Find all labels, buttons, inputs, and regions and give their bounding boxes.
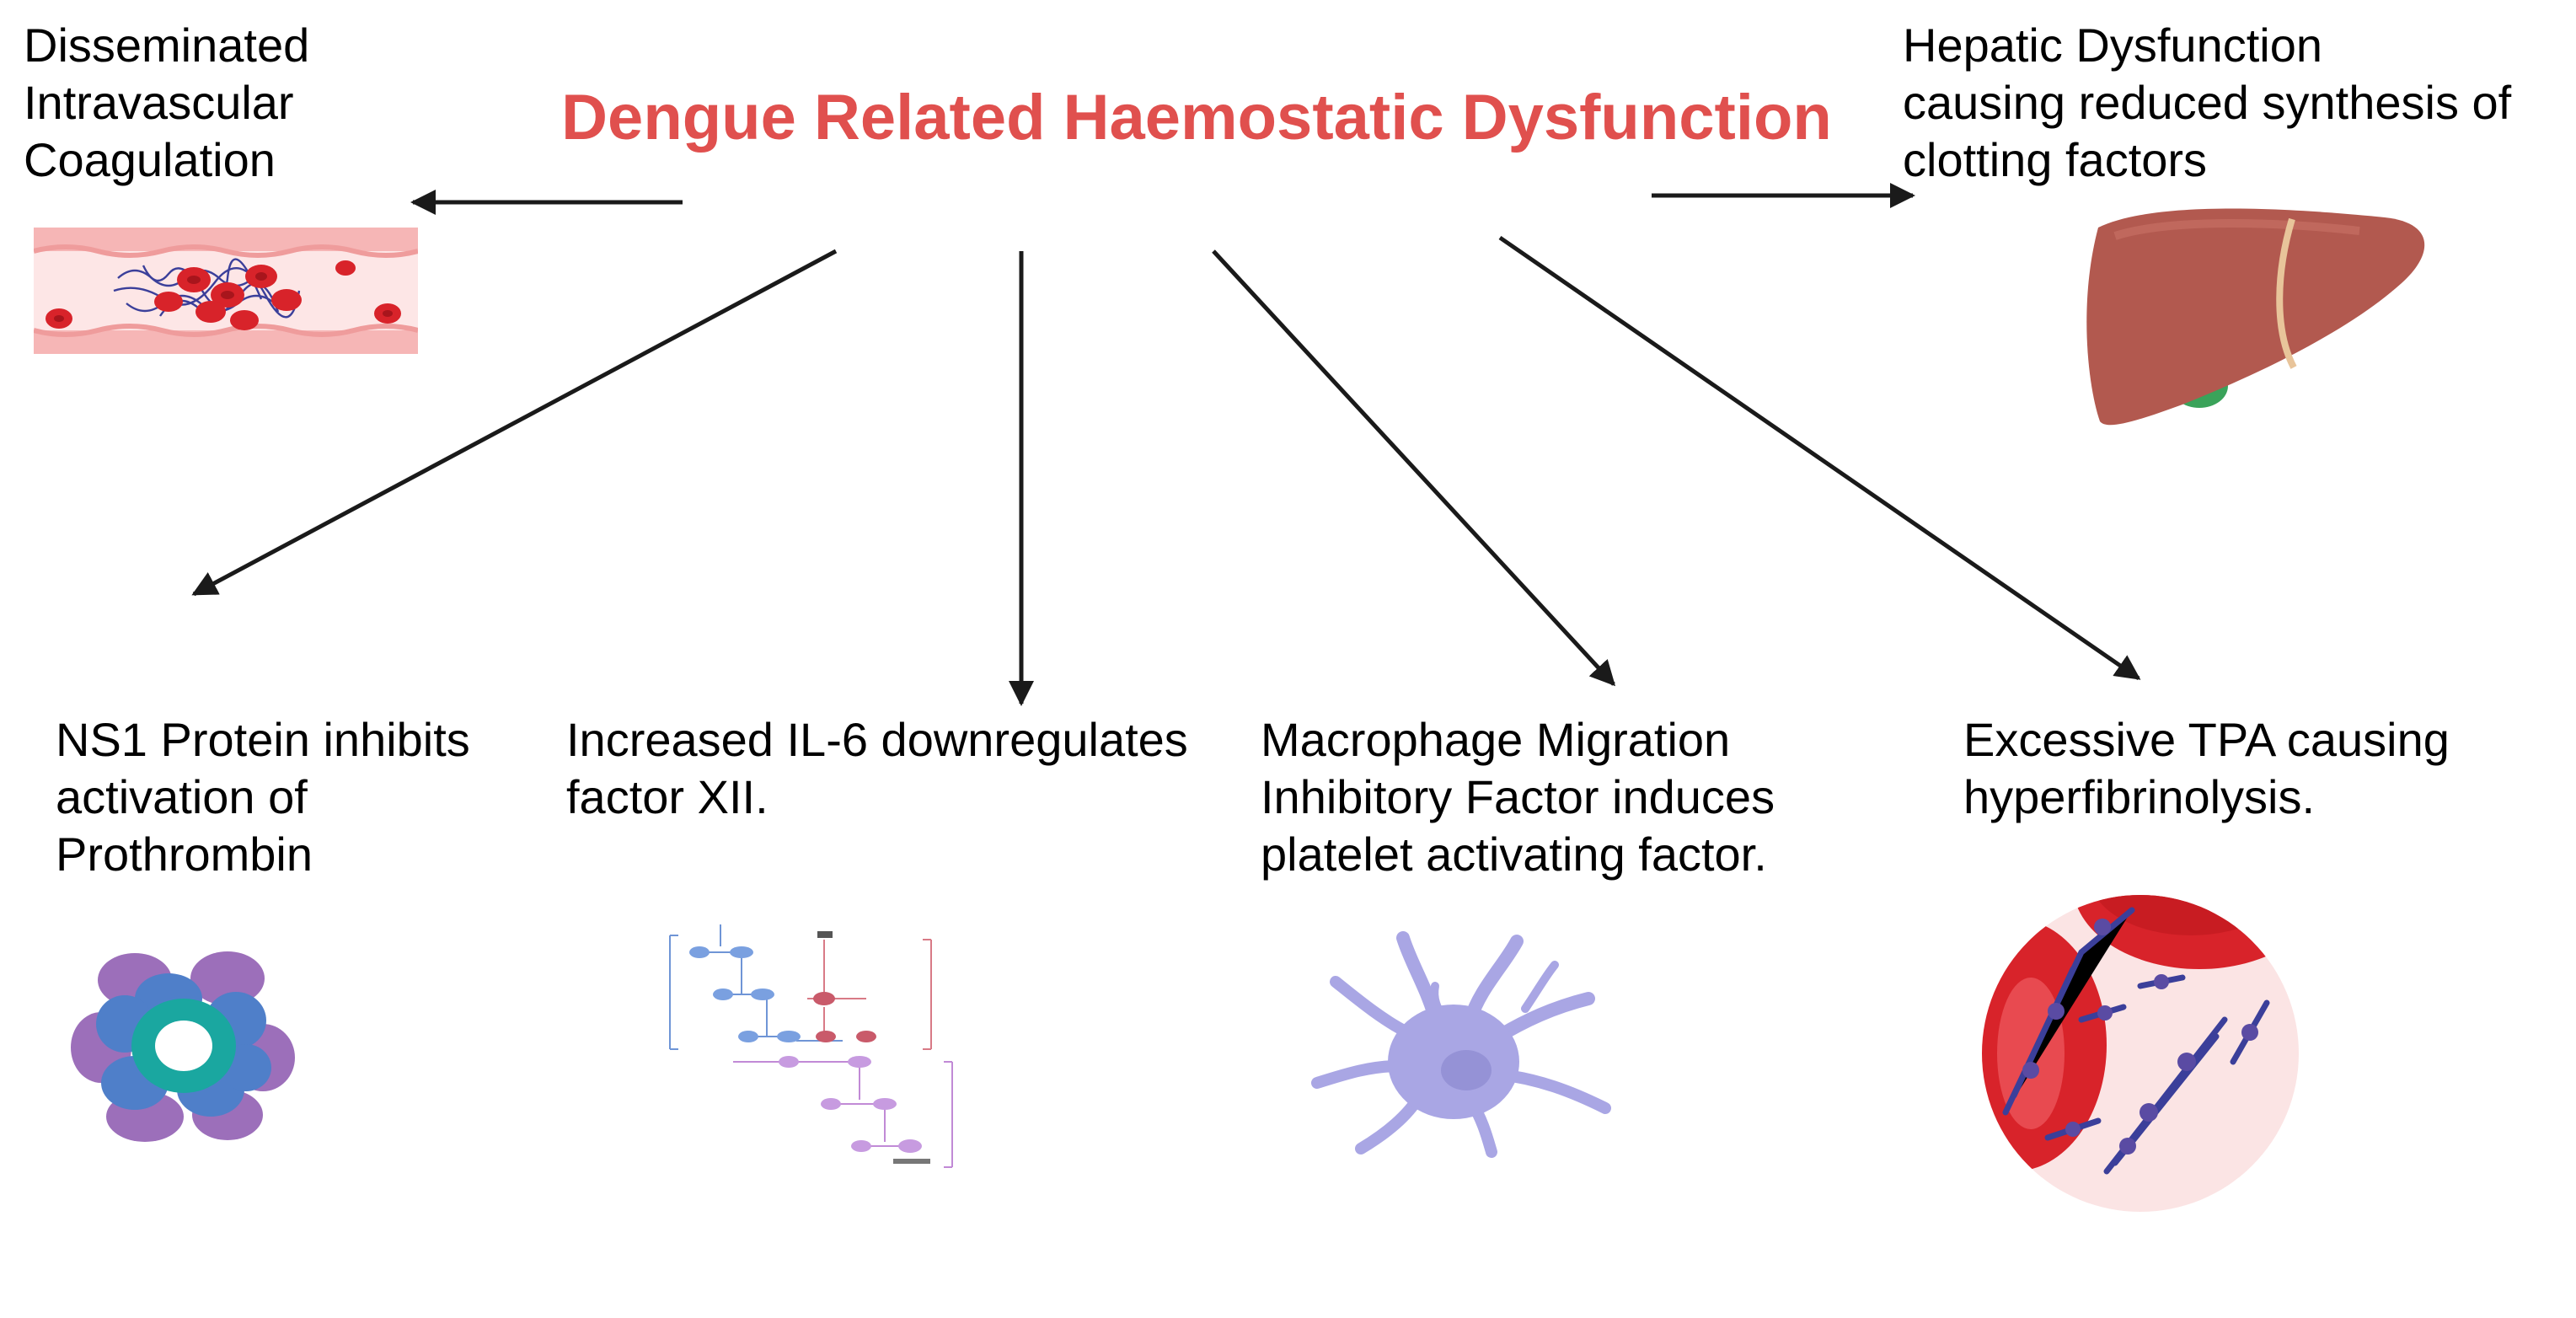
diagram-title: Dengue Related Haemostatic Dysfunction bbox=[561, 82, 1832, 153]
ns1-hexamer-icon bbox=[71, 951, 295, 1142]
arrow-to-ns1 bbox=[191, 249, 838, 597]
fibrinolysis-icon bbox=[1982, 895, 2299, 1212]
macrophage-icon bbox=[1311, 931, 1611, 1158]
label-tpa: Excessive TPA causing hyperfibrinolysis. bbox=[1963, 713, 2450, 823]
arrow-to-tpa bbox=[1498, 235, 2141, 681]
label-dic: Disseminated Intravascular Coagulation bbox=[24, 19, 310, 186]
arrow-to-mif bbox=[1212, 249, 1616, 687]
coagulation-cascade-icon bbox=[669, 924, 953, 1168]
blood-vessel-clot-icon bbox=[34, 228, 418, 354]
label-ns1: NS1 Protein inhibits activation of Proth… bbox=[56, 713, 470, 881]
label-hepatic: Hepatic Dysfunction causing reduced synt… bbox=[1903, 19, 2512, 186]
label-mif: Macrophage Migration Inhibitory Factor i… bbox=[1261, 713, 1775, 881]
liver-icon bbox=[2086, 208, 2425, 426]
label-il6: Increased IL-6 downregulates factor XII. bbox=[566, 713, 1188, 823]
